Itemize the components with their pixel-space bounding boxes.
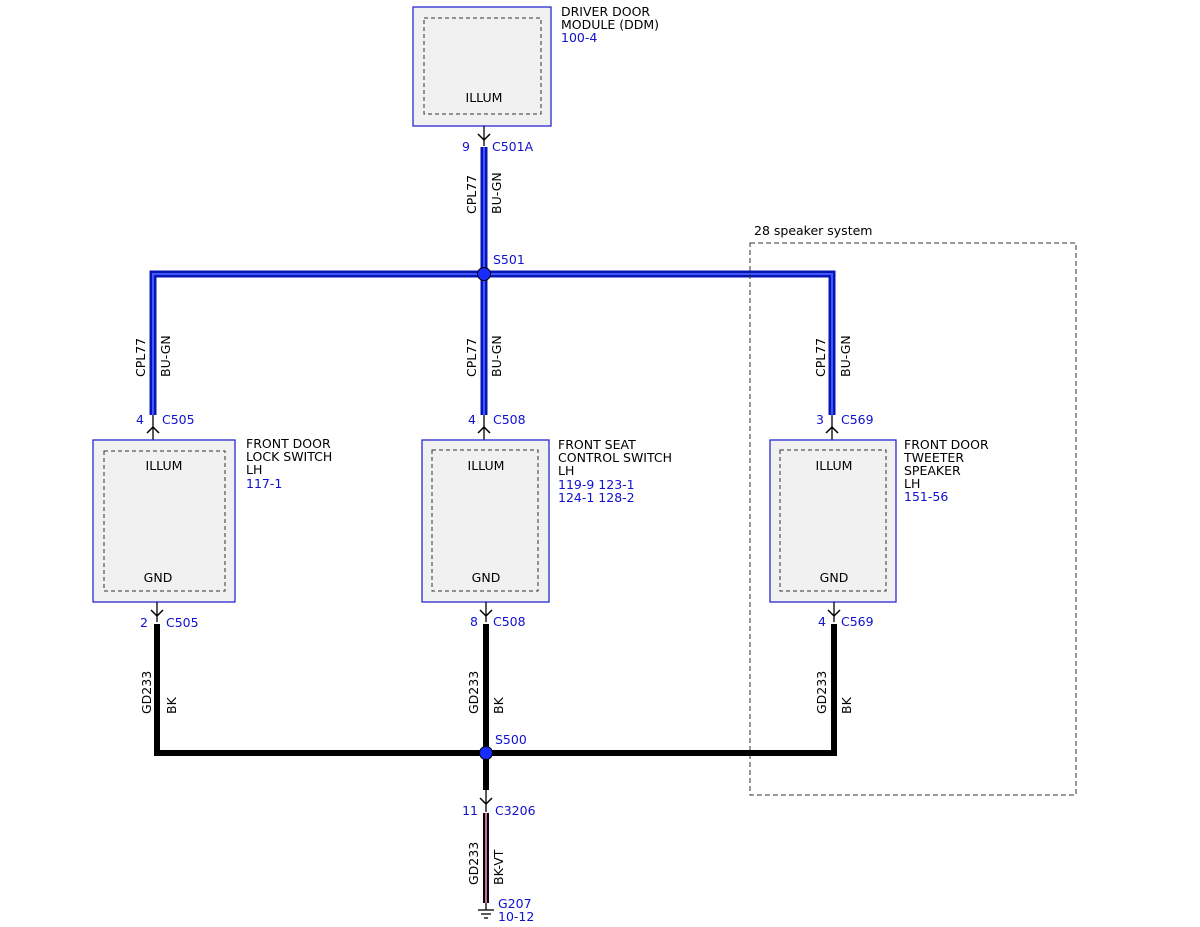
seat-ref-line1: 119-9 123-1 [558, 477, 635, 492]
lock-name-line3: LH [246, 462, 262, 477]
wire-ground-bus [154, 624, 837, 756]
lock-top-arrow-icon [146, 425, 160, 434]
tweeter-name-line3: SPEAKER [904, 463, 961, 478]
seat-top-connector: C508 [493, 412, 526, 427]
ddm-name-line1: DRIVER DOOR [561, 4, 650, 19]
tweeter-top-arrow-icon [825, 425, 839, 434]
seat-name-line3: LH [558, 463, 574, 478]
lock-top-pin: 4 [136, 412, 144, 427]
speaker-system-label: 28 speaker system [754, 223, 872, 238]
tweeter-name-line2: TWEETER [903, 450, 964, 465]
ground-wire-circuit: GD233 [466, 842, 481, 885]
tweeter-wire-top-circuit: CPL77 [813, 338, 828, 377]
seat-bottom-arrow-icon [479, 609, 493, 618]
lock-name-line1: FRONT DOOR [246, 436, 331, 451]
ddm-box [412, 6, 552, 127]
lock-bottom-pin: 2 [140, 615, 148, 630]
ddm-connector-name: C501A [492, 139, 534, 154]
seat-wire-bottom-color: BK [491, 696, 506, 714]
splice-s501-dot [477, 267, 491, 281]
lock-wire-top-color: BU-GN [158, 335, 173, 377]
ddm-pin-label: ILLUM [466, 90, 503, 105]
lock-top-connector: C505 [162, 412, 195, 427]
tweeter-bottom-connector: C569 [841, 614, 874, 629]
lock-switch-box [92, 439, 236, 603]
lock-ref: 117-1 [246, 476, 282, 491]
seat-bottom-pin: 8 [470, 614, 478, 629]
tweeter-ref: 151-56 [904, 489, 948, 504]
ddm-inner-box [423, 17, 542, 115]
lock-gnd-label: GND [144, 570, 173, 585]
lock-wire-top-circuit: CPL77 [133, 338, 148, 377]
splice-s500-label: S500 [495, 732, 527, 747]
ddm-pin-arrow-icon [477, 133, 491, 142]
ground-icon [478, 903, 494, 919]
c3206-pin: 11 [462, 803, 478, 818]
tweeter-wire-bottom-circuit: GD233 [814, 671, 829, 714]
lock-wire-bottom-circuit: GD233 [139, 671, 154, 714]
tweeter-bottom-pin: 4 [818, 614, 826, 629]
tweeter-box [769, 439, 897, 603]
lock-bottom-connector: C505 [166, 615, 199, 630]
seat-wire-top-color: BU-GN [489, 335, 504, 377]
ground-ref: 10-12 [498, 909, 534, 924]
splice-s500-dot [479, 746, 493, 760]
seat-name-line1: FRONT SEAT [558, 437, 636, 452]
seat-ref-line2: 124-1 128-2 [558, 490, 635, 505]
seat-gnd-label: GND [472, 570, 501, 585]
wire-top-color: BU-GN [489, 172, 504, 214]
seat-illum-label: ILLUM [468, 458, 505, 473]
lock-bottom-arrow-icon [150, 609, 164, 618]
ddm-ref: 100-4 [561, 30, 597, 45]
wire-top-circuit: CPL77 [464, 175, 479, 214]
splice-s501-label: S501 [493, 252, 525, 267]
seat-wire-bottom-circuit: GD233 [466, 671, 481, 714]
ddm-name-line2: MODULE (DDM) [561, 17, 659, 32]
tweeter-name-line4: LH [904, 476, 920, 491]
front-door-lock-switch: ILLUM GND FRONT DOOR LOCK SWITCH LH 117-… [92, 436, 332, 603]
seat-bottom-connector: C508 [493, 614, 526, 629]
c3206-arrow-icon [479, 797, 493, 806]
c3206-name: C3206 [495, 803, 536, 818]
tweeter-bottom-arrow-icon [827, 609, 841, 618]
ground-name: G207 [498, 896, 532, 911]
tweeter-top-pin: 3 [816, 412, 824, 427]
tweeter-gnd-label: GND [820, 570, 849, 585]
lock-wire-bottom-color: BK [164, 696, 179, 714]
ground-wire-color: BK-VT [491, 849, 506, 885]
lock-name-line2: LOCK SWITCH [246, 449, 332, 464]
tweeter-wire-bottom-color: BK [839, 696, 854, 714]
front-seat-control-switch: ILLUM GND FRONT SEAT CONTROL SWITCH LH 1… [421, 437, 672, 603]
driver-door-module: ILLUM DRIVER DOOR MODULE (DDM) 100-4 [412, 4, 659, 127]
tweeter-top-connector: C569 [841, 412, 874, 427]
speaker-system-region [749, 242, 1077, 796]
seat-name-line2: CONTROL SWITCH [558, 450, 672, 465]
seat-top-arrow-icon [477, 425, 491, 434]
front-door-tweeter-speaker: ILLUM GND FRONT DOOR TWEETER SPEAKER LH … [769, 437, 989, 603]
seat-top-pin: 4 [468, 412, 476, 427]
tweeter-name-line1: FRONT DOOR [904, 437, 989, 452]
seat-wire-top-circuit: CPL77 [464, 338, 479, 377]
lock-illum-label: ILLUM [146, 458, 183, 473]
ddm-pin-number: 9 [462, 139, 470, 154]
blue-wires [149, 147, 836, 415]
black-wires [154, 624, 837, 790]
tweeter-illum-label: ILLUM [816, 458, 853, 473]
seat-switch-box [421, 439, 550, 603]
tweeter-wire-top-color: BU-GN [838, 335, 853, 377]
